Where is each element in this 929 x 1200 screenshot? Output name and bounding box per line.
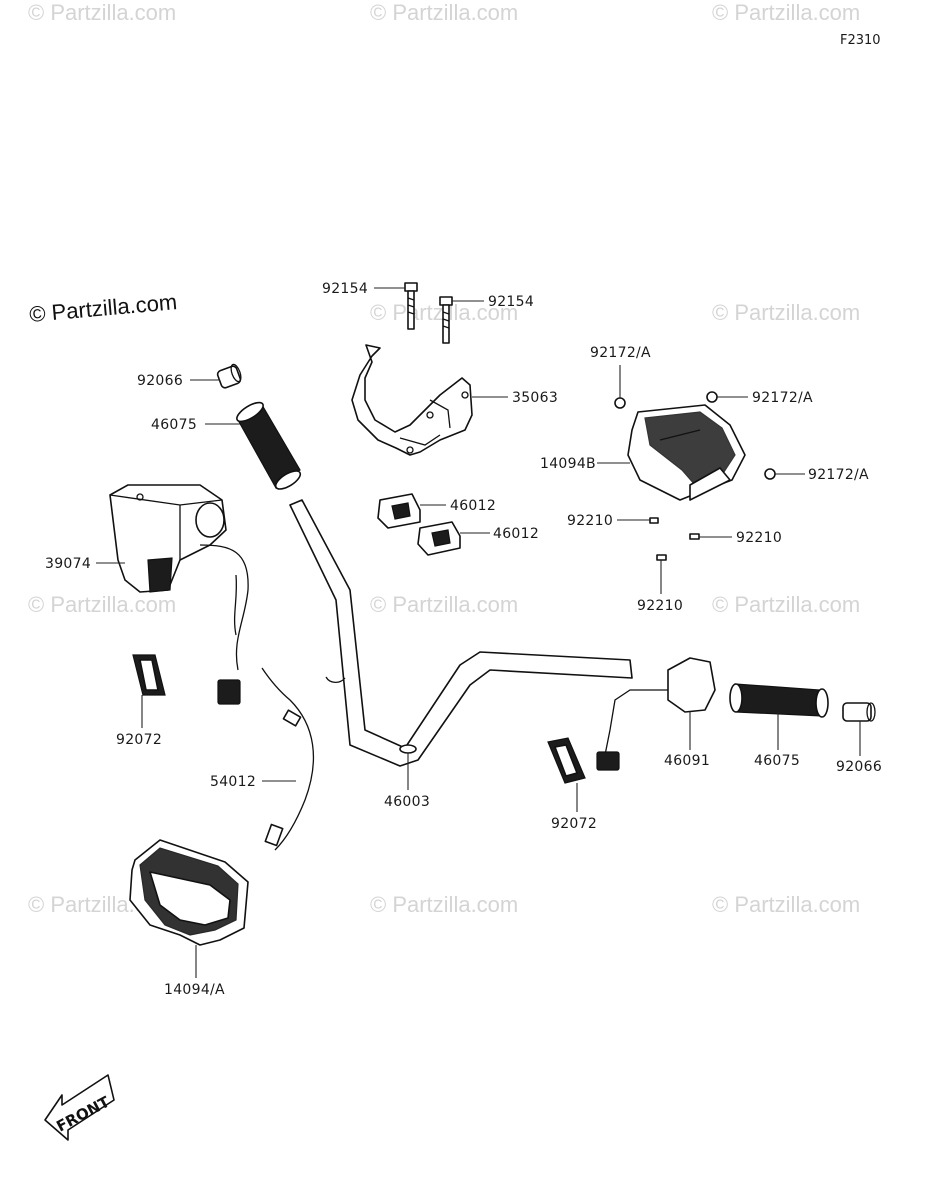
holder-46012-b[interactable] xyxy=(417,521,461,556)
bolt-92154-left[interactable] xyxy=(404,282,418,330)
clip-92210-b[interactable] xyxy=(689,533,700,540)
watermark-layer: © Partzilla.com © Partzilla.com © Partzi… xyxy=(28,0,860,917)
clip-92210-a[interactable] xyxy=(649,517,659,524)
label-35063[interactable]: 35063 xyxy=(512,390,558,406)
label-92072[interactable]: 92072 xyxy=(551,816,597,832)
label-92154[interactable]: 92154 xyxy=(322,281,368,297)
switch-46091[interactable] xyxy=(596,657,716,771)
leader-lines xyxy=(96,287,861,978)
label-46003[interactable]: 46003 xyxy=(384,794,430,810)
screw-92172-mid[interactable] xyxy=(706,391,718,403)
grip-46075-right[interactable] xyxy=(729,683,829,718)
band-92072-right[interactable] xyxy=(547,737,586,784)
handlebar-46003[interactable] xyxy=(289,499,633,767)
label-92210[interactable]: 92210 xyxy=(637,598,683,614)
part-labels: 92154 92154 35063 92066 46075 92172/A 92… xyxy=(45,281,882,998)
label-46012[interactable]: 46012 xyxy=(450,498,496,514)
label-14094A[interactable]: 14094/A xyxy=(164,982,225,998)
label-46091[interactable]: 46091 xyxy=(664,753,710,769)
label-46075[interactable]: 46075 xyxy=(151,417,197,433)
watermark: © Partzilla.com xyxy=(370,892,518,917)
label-92172A[interactable]: 92172/A xyxy=(590,345,651,361)
holder-46012-a[interactable] xyxy=(377,493,421,529)
watermark: © Partzilla.com xyxy=(28,592,176,617)
label-92210[interactable]: 92210 xyxy=(736,530,782,546)
screw-92172-top[interactable] xyxy=(614,397,626,409)
grip-46075-left[interactable] xyxy=(234,399,303,493)
label-92066[interactable]: 92066 xyxy=(137,373,183,389)
cover-14094B[interactable] xyxy=(627,404,746,501)
label-92210[interactable]: 92210 xyxy=(567,513,613,529)
throttle-case-39074[interactable] xyxy=(109,484,249,705)
bar-end-92066-right[interactable] xyxy=(842,702,876,722)
watermark: © Partzilla.com xyxy=(712,592,860,617)
cable-54012[interactable] xyxy=(261,667,315,851)
figure-code: F2310 xyxy=(840,33,881,48)
label-92072[interactable]: 92072 xyxy=(116,732,162,748)
label-39074[interactable]: 39074 xyxy=(45,556,91,572)
watermark: © Partzilla.com xyxy=(370,0,518,25)
label-92172A[interactable]: 92172/A xyxy=(808,467,869,483)
watermark-featured: © Partzilla.com xyxy=(28,289,178,327)
label-92154[interactable]: 92154 xyxy=(488,294,534,310)
watermark: © Partzilla.com xyxy=(712,892,860,917)
watermark: © Partzilla.com xyxy=(712,300,860,325)
label-54012[interactable]: 54012 xyxy=(210,774,256,790)
clip-92210-c[interactable] xyxy=(656,554,667,561)
band-92072-left[interactable] xyxy=(132,654,166,696)
watermark: © Partzilla.com xyxy=(712,0,860,25)
bracket-35063[interactable] xyxy=(351,344,473,456)
label-14094B[interactable]: 14094B xyxy=(540,456,596,472)
bar-end-92066-left[interactable] xyxy=(216,363,243,389)
front-arrow: FRONT xyxy=(44,1074,115,1141)
watermark: © Partzilla.com xyxy=(370,592,518,617)
label-92172A[interactable]: 92172/A xyxy=(752,390,813,406)
label-46075[interactable]: 46075 xyxy=(754,753,800,769)
cover-14094A[interactable] xyxy=(129,839,249,946)
watermark: © Partzilla.com xyxy=(28,0,176,25)
label-46012[interactable]: 46012 xyxy=(493,526,539,542)
label-92066[interactable]: 92066 xyxy=(836,759,882,775)
bolt-92154-right[interactable] xyxy=(439,296,453,344)
screw-92172-low[interactable] xyxy=(764,468,776,480)
